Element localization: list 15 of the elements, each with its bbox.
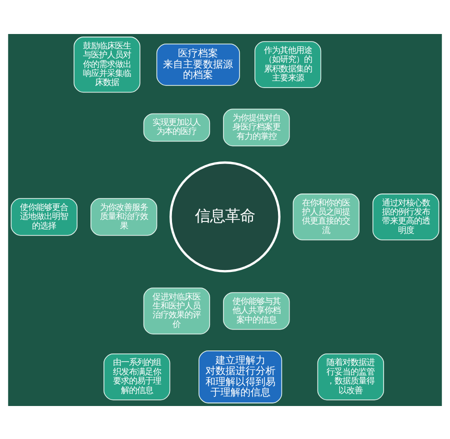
node-box: 在你和你的医护人员之间提供更直接的交流 bbox=[292, 193, 360, 240]
node-box: 使你能够更合适地做出明智的选择 bbox=[10, 198, 78, 236]
node-box: 由一系列的组织发布满足你要求的易于理解的信息 bbox=[104, 353, 170, 400]
node-circle: 信息革命 bbox=[170, 160, 280, 272]
node-box: 为你提供对自身医疗档案更有力的掌控 bbox=[223, 108, 290, 146]
node-box: 作为其他用途（如研究）的累积数据集的主要来源 bbox=[254, 40, 322, 88]
node-box: 为你改善服务质量和治疗效果 bbox=[90, 198, 158, 236]
node-box: 促进对临床医生和医护人员治疗效果的评价 bbox=[143, 287, 210, 334]
node-box: 随着对数据进行妥当的监管，数据质量得以改善 bbox=[317, 353, 384, 400]
node-box: 使你能够与其他人共享你档案中的信息 bbox=[223, 292, 290, 330]
node-box: 通过对核心数据的例行发布带来更高的透明度 bbox=[372, 193, 440, 240]
node-box: 实现更加以人为本的医疗 bbox=[143, 112, 210, 142]
node-box: 建立理解力 对数据进行分析和理解以得到易于理解的信息 bbox=[198, 350, 282, 403]
node-box: 鼓励临床医生与医护人员对你的需求做出响应并采集临床数据 bbox=[74, 36, 140, 92]
node-box: 医疗档案 来自主要数据源的档案 bbox=[156, 43, 240, 86]
